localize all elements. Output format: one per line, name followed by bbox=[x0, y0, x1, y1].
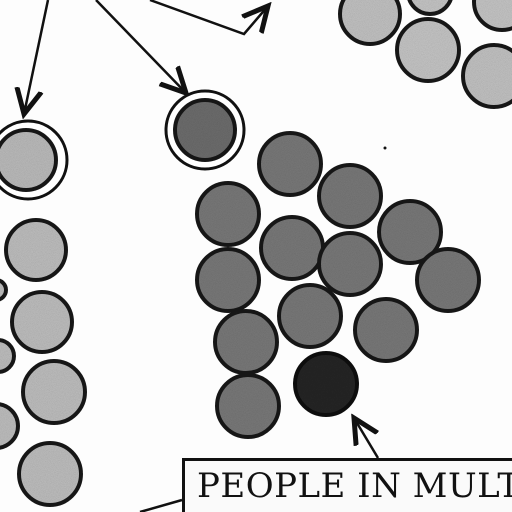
person-light-left-edge bbox=[0, 402, 20, 450]
arrow-dark-person bbox=[354, 418, 380, 459]
person-light-top-right bbox=[395, 17, 461, 83]
person-light-left-edge bbox=[0, 278, 8, 302]
person-medium bbox=[195, 247, 261, 313]
person-medium bbox=[259, 215, 325, 281]
person-light-top-right bbox=[472, 0, 512, 32]
speck bbox=[383, 146, 387, 150]
person-medium bbox=[415, 247, 481, 313]
person-medium bbox=[317, 163, 383, 229]
person-medium bbox=[317, 231, 383, 297]
top-right-cluster bbox=[338, 0, 512, 109]
person-light-left bbox=[4, 218, 68, 282]
person-medium bbox=[215, 373, 281, 439]
person-medium bbox=[377, 199, 443, 265]
person-light-top-right bbox=[407, 0, 453, 16]
person-medium bbox=[257, 131, 323, 197]
person-light-left bbox=[21, 359, 87, 425]
person-light-ringed bbox=[0, 128, 58, 192]
person-light-top-right bbox=[338, 0, 402, 46]
caption-text: PEOPLE IN MULTI bbox=[197, 466, 512, 506]
left-light-column bbox=[0, 218, 87, 507]
arrows bbox=[24, 0, 380, 459]
medium-crowd bbox=[195, 131, 481, 439]
person-medium bbox=[353, 297, 419, 363]
person-light-top-right bbox=[461, 43, 512, 109]
caption-box: PEOPLE IN MULTI bbox=[182, 458, 512, 512]
ringed-person-left bbox=[0, 119, 69, 201]
arrow-top-right bbox=[149, 0, 268, 36]
person-medium-ringed bbox=[173, 98, 237, 162]
person-light-left bbox=[17, 441, 83, 507]
person-dark-highlighted bbox=[293, 351, 359, 417]
person-light-left bbox=[10, 290, 74, 354]
person-medium bbox=[277, 283, 343, 349]
person-light-left-edge bbox=[0, 338, 16, 374]
arrow-ringed-person bbox=[95, 0, 186, 93]
ringed-person-center bbox=[164, 89, 246, 171]
person-medium bbox=[213, 309, 279, 375]
arrow-left-person bbox=[24, 0, 50, 114]
person-medium bbox=[195, 181, 261, 247]
